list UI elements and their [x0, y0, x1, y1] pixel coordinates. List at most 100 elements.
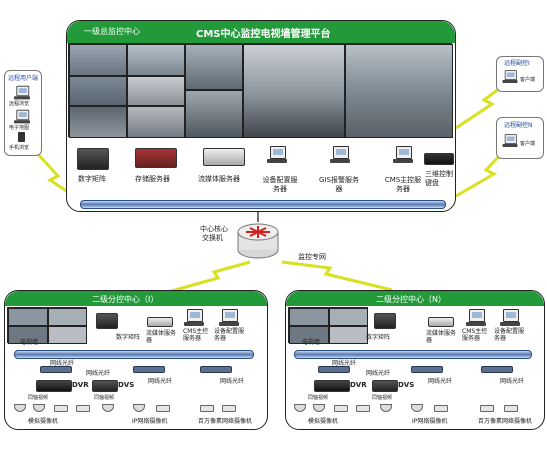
sub-n-network-bus	[294, 350, 532, 359]
remote-vice-n-panel	[496, 117, 544, 159]
dome-camera-icon	[313, 404, 325, 412]
pc-icon	[14, 109, 30, 124]
client-pc-icon	[502, 70, 518, 84]
dvs-icon	[372, 380, 398, 392]
coax-label: 同轴视频	[28, 395, 49, 401]
dome-camera-icon	[102, 404, 114, 412]
camera-feed	[329, 308, 368, 326]
device-label: 流媒体服务器	[198, 175, 240, 183]
fiber-label: 网线光纤	[428, 378, 453, 385]
remote-vice-1-panel	[496, 56, 544, 92]
bullet-camera-icon	[76, 405, 90, 412]
cms-server-label: CMS主控服务器	[183, 328, 209, 342]
network-switch-icon	[133, 366, 165, 373]
camera-feed	[48, 326, 87, 344]
remote-user-item: 手机浏览	[9, 145, 30, 151]
fiber-label: 网线光纤	[50, 360, 75, 367]
bullet-camera-icon	[156, 405, 170, 412]
config-server-label: 设备配置服务器	[214, 328, 245, 342]
sub-center-1-header	[5, 291, 267, 306]
dvr-label: DVR	[72, 381, 89, 389]
camera-feed	[329, 326, 368, 344]
digital-matrix-icon	[96, 313, 118, 329]
main-network-bus	[80, 200, 446, 209]
mobile-phone-icon	[18, 132, 25, 142]
client-pc-icon	[502, 134, 518, 148]
bullet-camera-icon	[334, 405, 348, 412]
fiber-label: 网线光纤	[500, 378, 525, 385]
device-label: GIS报警服务器	[319, 176, 359, 193]
fiber-label: 网线光纤	[220, 378, 245, 385]
remote-vice-client: 客户端	[520, 77, 536, 83]
stream-server-label: 流媒体服务器	[146, 330, 177, 344]
remote-user-item: 电子地图	[9, 125, 30, 131]
camera-feed	[185, 44, 243, 90]
ip-camera-label: IP网络摄像机	[132, 418, 168, 425]
megapixel-camera-label: 百万像素网络摄像机	[198, 418, 253, 425]
main-center-header	[67, 21, 455, 43]
dvs-icon	[92, 380, 118, 392]
device-label: 存储服务器	[135, 175, 170, 183]
storage-server-icon	[135, 148, 177, 168]
dome-camera-icon	[33, 404, 45, 412]
coax-label: 同轴视频	[308, 395, 329, 401]
camera-feed	[289, 308, 329, 326]
keyboard-controller-icon	[424, 153, 454, 165]
fiber-label: 网线光纤	[332, 360, 357, 367]
coax-label: 同轴视频	[94, 395, 115, 401]
core-switch-label: 交换机	[202, 234, 223, 242]
device-label: 设备配置服务器	[262, 176, 298, 193]
camera-feed	[345, 44, 453, 138]
analog-camera-label: 模拟摄像机	[308, 418, 339, 425]
remote-user-title: 远程用户端	[8, 75, 39, 82]
wireless-link	[34, 150, 81, 202]
network-switch-icon	[40, 366, 72, 373]
network-switch-icon	[481, 366, 513, 373]
stream-server-icon	[203, 148, 245, 166]
dvr-icon	[36, 380, 72, 392]
tv-wall	[7, 307, 87, 344]
camera-feed	[127, 106, 185, 138]
bullet-camera-icon	[504, 405, 518, 412]
cms-server-label: CMS主控服务器	[462, 328, 488, 342]
matrix-label: 数字矩阵	[116, 334, 141, 341]
analog-camera-label: 模拟摄像机	[28, 418, 59, 425]
dvs-label: DVS	[118, 381, 135, 389]
dome-camera-icon	[294, 404, 306, 412]
sub-center-n-title: 二级分控中心（N）	[376, 295, 446, 304]
coax-label: 同轴视频	[372, 395, 393, 401]
network-switch-icon	[318, 366, 350, 373]
workstation-icon	[330, 146, 350, 164]
fiber-label: 网线光纤	[86, 370, 111, 377]
workstation-icon	[219, 309, 239, 327]
ip-camera-label: IP网络摄像机	[412, 418, 448, 425]
main-center-tag: 一级总监控中心	[84, 27, 140, 36]
bullet-camera-icon	[480, 405, 494, 412]
tv-wall-label: 电视墙	[20, 339, 39, 346]
wireless-link	[167, 260, 251, 294]
camera-feed	[8, 308, 48, 326]
tv-wall-label: 电视墙	[302, 339, 321, 346]
camera-feed	[69, 106, 127, 138]
network-switch-icon	[411, 366, 443, 373]
monitoring-private-network-label: 监控专网	[298, 253, 326, 261]
config-server-label: 设备配置服务器	[494, 328, 525, 342]
tv-wall	[288, 307, 368, 344]
laptop-icon	[14, 85, 30, 100]
remote-vice-n-title: 远程副控N	[504, 122, 533, 129]
camera-feed	[48, 308, 87, 326]
camera-feed	[69, 44, 127, 76]
dome-camera-icon	[380, 404, 392, 412]
fiber-label: 网线光纤	[148, 378, 173, 385]
main-center-title: CMS中心监控电视墙管理平台	[196, 29, 331, 40]
stream-server-label: 流媒体服务器	[426, 330, 457, 344]
camera-feed	[185, 90, 243, 138]
device-label: 数字矩阵	[78, 175, 106, 183]
dome-camera-icon	[14, 404, 26, 412]
bullet-camera-icon	[356, 405, 370, 412]
stream-server-icon	[147, 317, 173, 327]
network-switch-icon	[200, 366, 232, 373]
dome-camera-icon	[133, 404, 145, 412]
bullet-camera-icon	[434, 405, 448, 412]
wireless-link	[281, 260, 393, 292]
